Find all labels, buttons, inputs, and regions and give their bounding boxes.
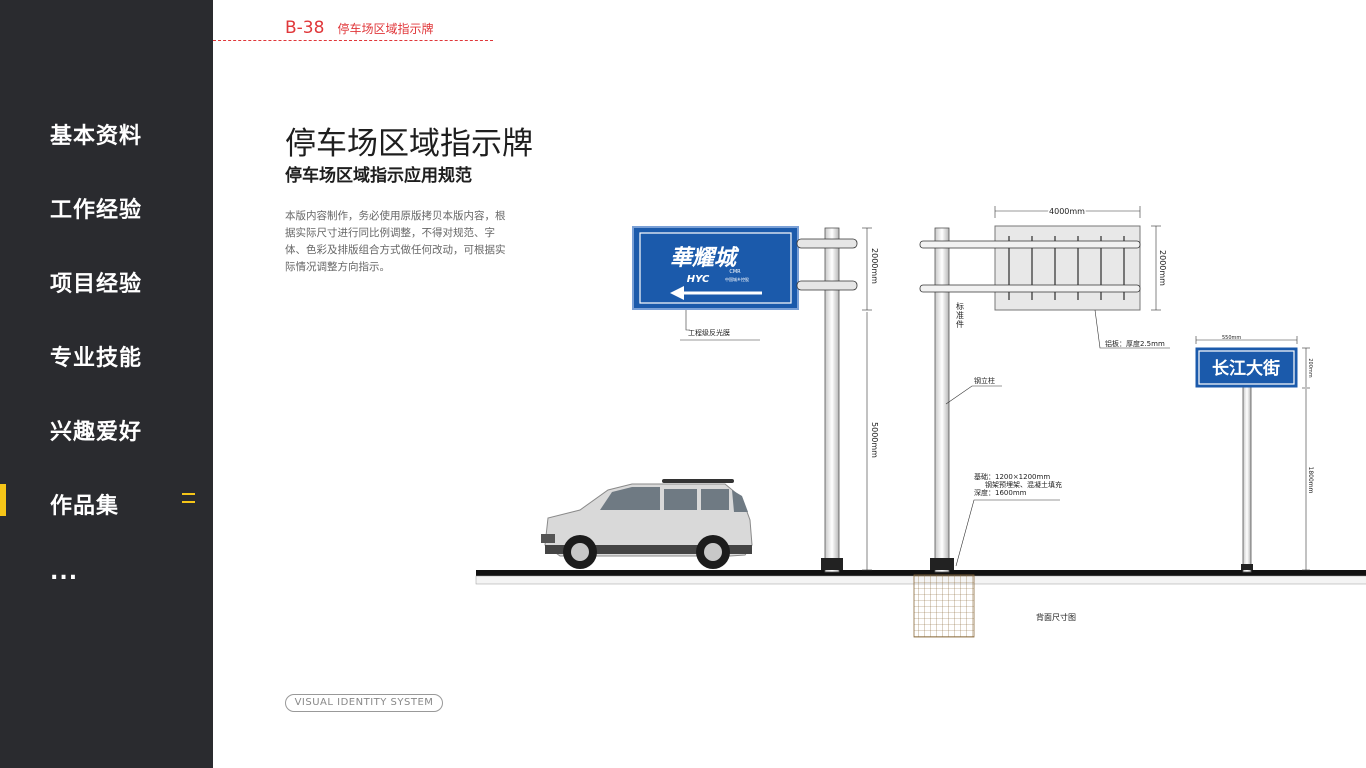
sign-brand: 華耀城: [670, 246, 740, 271]
dim-2000-a: 2000mm: [870, 248, 879, 284]
back-view-label: 背面尺寸图: [1036, 612, 1076, 622]
dim-1800: 1800mm: [1307, 467, 1314, 494]
visual-identity-badge: VISUAL IDENTITY SYSTEM: [285, 694, 443, 712]
car-illustration: [541, 479, 753, 569]
page-subtitle: 停车场区域指示应用规范: [285, 166, 472, 186]
page-description: 本版内容制作，务必使用原版拷贝本版内容，根据实际尺寸进行同比例调整，不得对规范、…: [285, 210, 506, 273]
page-title: 停车场区域指示牌: [285, 126, 533, 162]
film-label: 工程级反光膜: [688, 328, 730, 337]
sidebar-item-portfolio[interactable]: 作品集: [50, 494, 120, 519]
dim-550: 550mm: [1222, 335, 1241, 341]
dim-5000: 5000mm: [870, 422, 879, 458]
page-tag: B-38 停车场区域指示牌: [285, 18, 434, 38]
page-code: B-38: [285, 18, 325, 38]
sidebar-item-hobbies[interactable]: 兴趣爱好: [50, 420, 143, 445]
sign-brand-sub: 中国城乡控股: [725, 276, 749, 282]
active-indicator: [0, 484, 6, 516]
sidebar-item-work-experience[interactable]: 工作经验: [50, 198, 143, 223]
sidebar-item-more[interactable]: ...: [50, 560, 79, 585]
sidebar: 基本资料 工作经验 项目经验 专业技能 兴趣爱好 作品集 ...: [0, 0, 213, 768]
front-sign-assembly: 華耀城 HYC CMR 中国城乡控股 工程级反光膜 2000mm 5000mm: [632, 226, 879, 573]
plate-label: 铝板：厚度2.5mm: [1105, 339, 1165, 348]
street-sign-assembly: 长江大街 550mm 200mm 1800mm: [1195, 335, 1314, 573]
sidebar-item-project-experience[interactable]: 项目经验: [50, 272, 143, 297]
foundation-grid: [913, 574, 975, 638]
blue-sign-panel: [632, 226, 799, 310]
base-note-1: 基础：1200×1200mm: [974, 472, 1050, 481]
dim-2000-b: 2000mm: [1158, 250, 1167, 286]
page-tag-name: 停车场区域指示牌: [337, 22, 434, 36]
dim-4000: 4000mm: [1049, 207, 1085, 216]
sidebar-item-skills[interactable]: 专业技能: [50, 346, 143, 371]
street-sign-text: 长江大街: [1212, 358, 1280, 379]
base-note-3: 深度：1600mm: [974, 488, 1027, 497]
ground: [475, 570, 1366, 638]
street-sign-panel: [1195, 347, 1298, 388]
std-part-label-2: 准: [956, 310, 964, 320]
steel-post-label: 钢立柱: [974, 376, 995, 385]
base-note-2: 钢架预埋架、混凝土填充: [985, 480, 1062, 489]
divider: [213, 40, 493, 41]
sign-brand-en: HYC: [687, 274, 710, 285]
sign-logo: CMR: [729, 269, 741, 275]
arrow-left-icon: [670, 286, 762, 300]
menu-icon: [182, 493, 195, 505]
std-part-label-3: 件: [956, 319, 964, 329]
std-part-label-1: 标: [956, 301, 964, 311]
dim-200: 200mm: [1307, 358, 1313, 377]
sidebar-item-basic-info[interactable]: 基本资料: [50, 124, 143, 149]
back-sign-assembly: 标 准 件 4000mm 2000mm 铝板：厚度2.5mm 钢立柱 基础：12…: [919, 206, 1170, 622]
